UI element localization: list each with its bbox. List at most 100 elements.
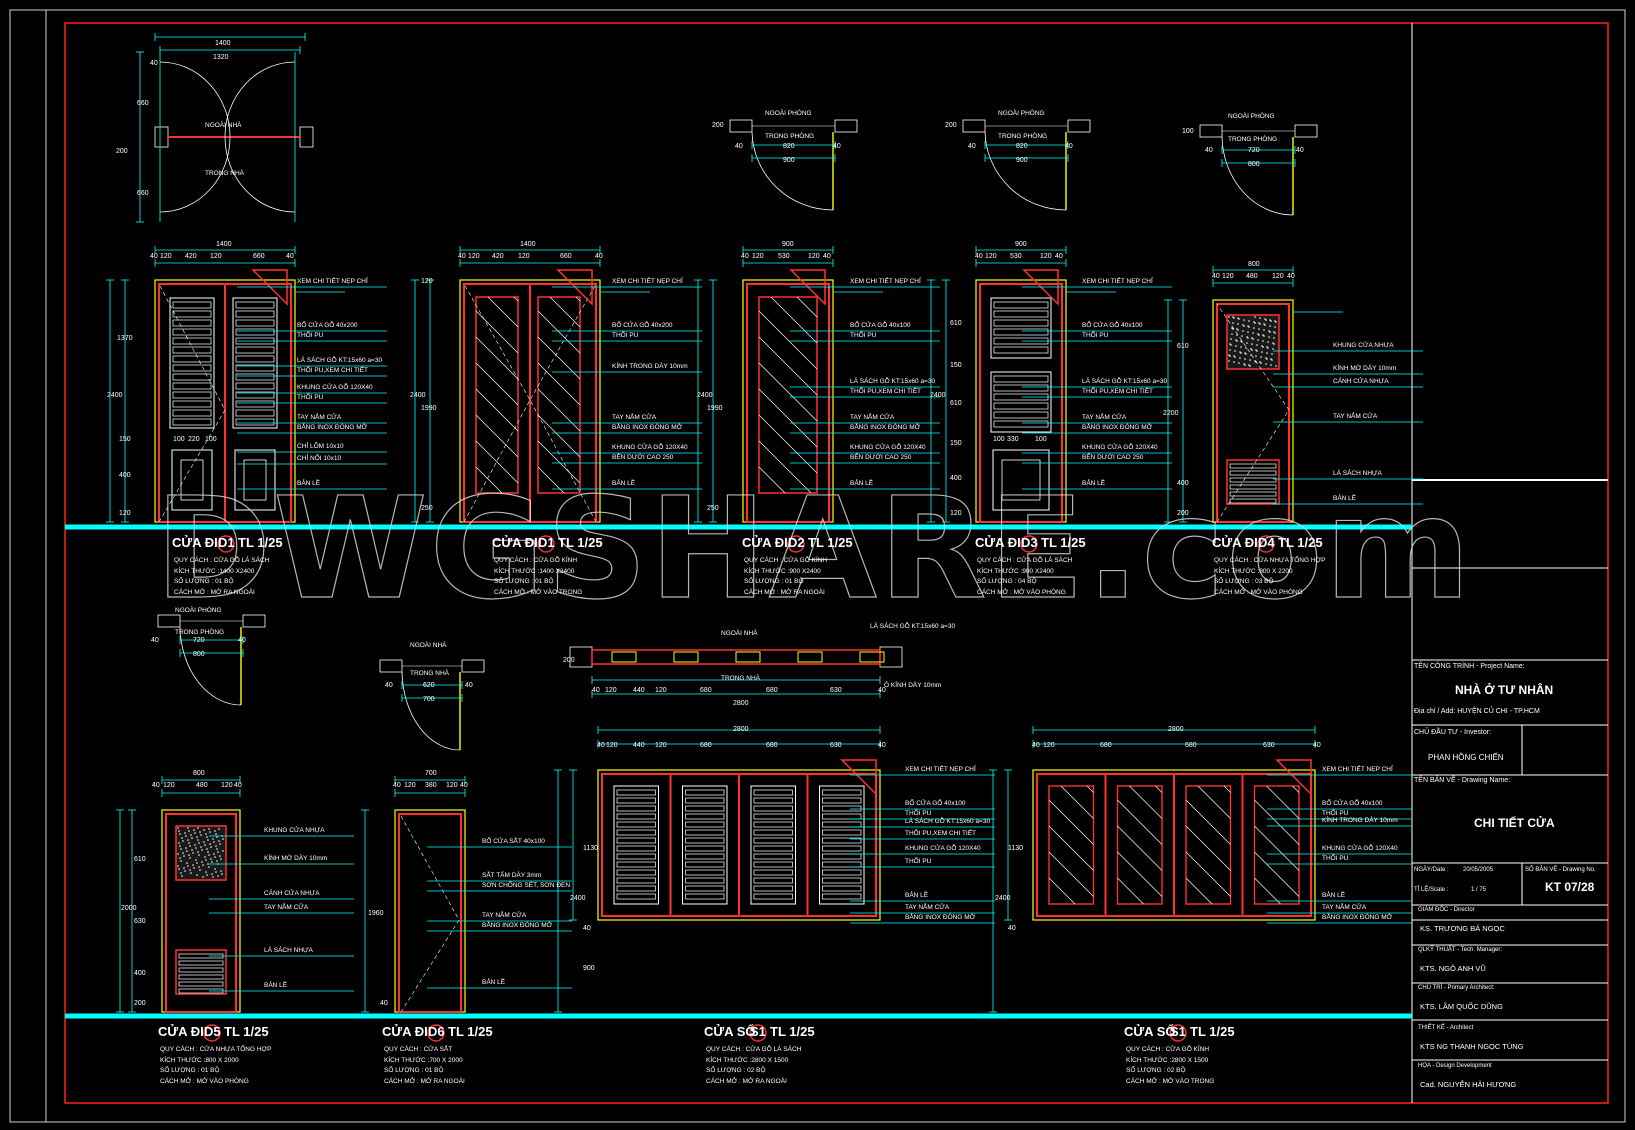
- dim-label: 440: [633, 687, 645, 694]
- dim-label: 120: [119, 510, 131, 517]
- frosted-dot: [201, 849, 203, 851]
- callout-note: BỔ CỬA GỖ 40x100: [905, 800, 966, 807]
- watermark: DWGSHARE.com: [154, 467, 1473, 631]
- callout-note: BÊN DƯỚI CAO 250: [850, 454, 912, 461]
- louver-slat: [235, 409, 275, 417]
- frosted-dot: [1233, 317, 1235, 319]
- dim-label: 680: [766, 687, 778, 694]
- glass-hatch: [1185, 799, 1231, 845]
- sash-plan: [735, 651, 761, 663]
- frosted-dot: [1264, 324, 1266, 326]
- frosted-dot: [1242, 324, 1244, 326]
- door-code: D5: [204, 1024, 221, 1039]
- frosted-dot: [1238, 362, 1240, 364]
- door-spec: KÍCH THƯỚC :900 X2400: [744, 567, 821, 575]
- frosted-dot: [1259, 323, 1261, 325]
- door-scale: TL 1/25: [770, 1024, 815, 1039]
- frosted-dot: [1229, 343, 1231, 345]
- callout-note: XEM CHI TIẾT NẸP CHỈ: [850, 278, 921, 285]
- frosted-dot: [1233, 355, 1235, 357]
- frosted-dot: [179, 833, 181, 835]
- frosted-dot: [1269, 331, 1271, 333]
- plan-label: NGOÀI NHÀ: [205, 122, 242, 129]
- callout-note: KHUNG CỬA GỖ 120X40: [905, 845, 981, 852]
- door-title: CỬA ĐI: [382, 1024, 428, 1039]
- dim-label: 40: [238, 637, 246, 644]
- frosted-dot: [197, 839, 199, 841]
- louver-slat: [172, 319, 212, 327]
- frosted-dot: [1263, 323, 1265, 325]
- frosted-dot: [1247, 337, 1249, 339]
- dim-label: 480: [196, 782, 208, 789]
- callout-note: LÁ SÁCH GỖ KT:15x60 a=30: [297, 357, 383, 364]
- frosted-dot: [1269, 325, 1271, 327]
- dim-label: 820: [783, 143, 795, 150]
- louver-slat: [822, 877, 862, 884]
- louver-slat: [822, 893, 862, 900]
- louver-slat: [685, 829, 725, 836]
- callout-note: BẰNG INOX ĐÓNG MỞ: [297, 424, 368, 431]
- frosted-glass: [1226, 314, 1280, 370]
- dim-label: 720: [193, 637, 205, 644]
- frosted-dot: [207, 839, 209, 841]
- louver-slat: [993, 411, 1049, 419]
- louver-slat: [616, 813, 656, 820]
- dim-label: 700: [425, 770, 437, 777]
- frosted-dot: [187, 827, 189, 829]
- frosted-dot: [190, 872, 192, 874]
- plan-label: TRONG PHÒNG: [1228, 136, 1278, 143]
- louver-slat: [616, 837, 656, 844]
- frosted-dot: [1241, 335, 1243, 337]
- glass-hatch: [1048, 799, 1094, 845]
- callout-note: BẰNG INOX ĐÓNG MỞ: [905, 914, 976, 921]
- door-scale: TL 1/25: [1041, 535, 1086, 550]
- callout-note: XEM CHI TIẾT NẸP CHỈ: [297, 278, 368, 285]
- louver-slat: [616, 845, 656, 852]
- louver-slat: [235, 319, 275, 327]
- callout-note: THỔI PU,XEM CHI TIẾT: [297, 367, 369, 374]
- door-title: CỬA ĐI: [975, 535, 1021, 550]
- glass-hatch: [1254, 799, 1300, 845]
- callout-note: BẢN LỀ: [482, 979, 506, 986]
- louver-slat: [235, 346, 275, 354]
- callout-note: LÁ SÁCH GỖ KT:15x60 a=30: [1082, 378, 1168, 385]
- plan-label: NGOÀI PHÒNG: [175, 607, 222, 614]
- dim-label: 610: [134, 856, 146, 863]
- dim-label: 120: [518, 253, 530, 260]
- glass-hatch: [758, 388, 818, 448]
- frosted-dot: [218, 840, 220, 842]
- frosted-dot: [205, 871, 207, 873]
- frosted-dot: [193, 829, 195, 831]
- frosted-dot: [1230, 344, 1232, 346]
- frosted-dot: [1242, 330, 1244, 332]
- frosted-dot: [200, 846, 202, 848]
- frosted-dot: [210, 846, 212, 848]
- frosted-dot: [1258, 328, 1260, 330]
- frosted-dot: [177, 865, 179, 867]
- frosted-dot: [213, 841, 215, 843]
- dim-label: 40: [380, 1000, 388, 1007]
- glass-pane: [1048, 785, 1095, 905]
- plan-label: Ô KÍNH DÀY 10mm: [884, 682, 942, 689]
- plan-label: TRONG PHÒNG: [765, 133, 815, 140]
- frosted-dot: [1235, 339, 1237, 341]
- wall-stub: [1294, 124, 1318, 138]
- louver-slat: [172, 310, 212, 318]
- louver-slat: [1229, 470, 1277, 476]
- frosted-dot: [215, 845, 217, 847]
- frosted-dot: [211, 861, 213, 863]
- dim-label: 40: [152, 782, 160, 789]
- dim-label: 2400: [697, 392, 713, 399]
- louver-slat: [753, 797, 793, 804]
- louver-panel: [682, 785, 728, 905]
- louver-slat: [685, 837, 725, 844]
- dim-label: 1320: [213, 54, 229, 61]
- door-spec: CÁCH MỞ : MỞ VÀO TRONG: [494, 588, 583, 596]
- frosted-dot: [1232, 316, 1234, 318]
- frosted-dot: [177, 853, 179, 855]
- sheet-label: SỐ BẢN VẼ - Drawing No.: [1525, 867, 1596, 873]
- louver-slat: [172, 346, 212, 354]
- person-name: KS. TRƯƠNG BÁ NGỌC: [1420, 924, 1505, 933]
- callout-note: KHUNG CỬA NHỰA: [1333, 342, 1394, 349]
- louver-slat: [178, 960, 224, 966]
